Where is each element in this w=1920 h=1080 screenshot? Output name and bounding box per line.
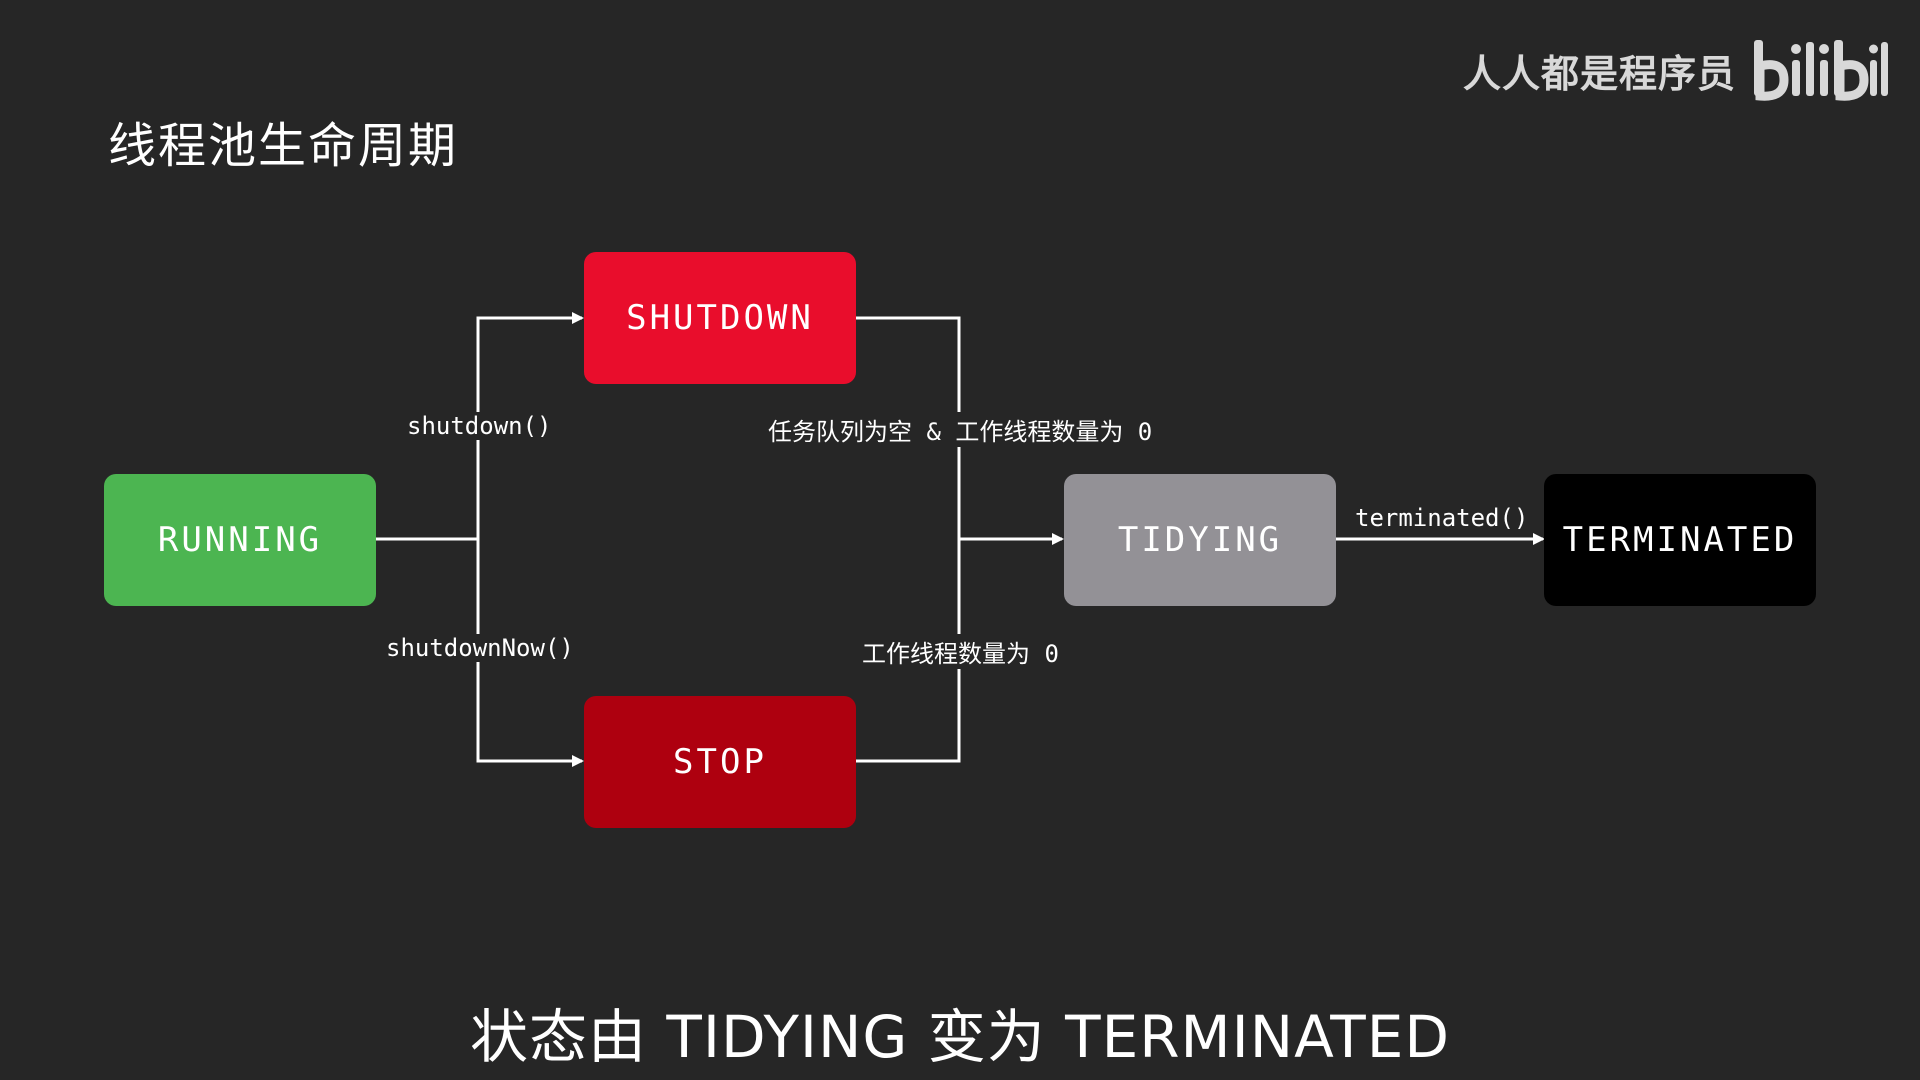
connector-stop-join xyxy=(855,539,961,763)
state-terminated: TERMINATED xyxy=(1544,474,1816,606)
label-shutdown-call: shutdown() xyxy=(403,412,556,440)
state-stop: STOP xyxy=(584,696,856,828)
label-shutdownnow-call: shutdownNow() xyxy=(382,634,578,662)
label-stop-condition: 工作线程数量为 0 xyxy=(858,634,1063,669)
bilibili-logo-icon xyxy=(1754,40,1888,101)
state-tidying: TIDYING xyxy=(1064,474,1336,606)
label-terminated-call: terminated() xyxy=(1351,504,1533,532)
state-running: RUNNING xyxy=(104,474,376,606)
arrow-running-to-shutdown xyxy=(476,312,584,539)
state-shutdown: SHUTDOWN xyxy=(584,252,856,384)
connector-shutdown-join xyxy=(855,316,961,539)
arrow-running-to-stop xyxy=(476,539,584,767)
watermark: 人人都是程序员 xyxy=(1463,36,1890,104)
page-title: 线程池生命周期 xyxy=(108,118,459,174)
subtitle-caption: 状态由 TIDYING 变为 TERMINATED xyxy=(469,1003,1451,1071)
watermark-text: 人人都是程序员 xyxy=(1462,51,1736,96)
label-shutdown-condition: 任务队列为空 & 工作线程数量为 0 xyxy=(764,412,1157,447)
